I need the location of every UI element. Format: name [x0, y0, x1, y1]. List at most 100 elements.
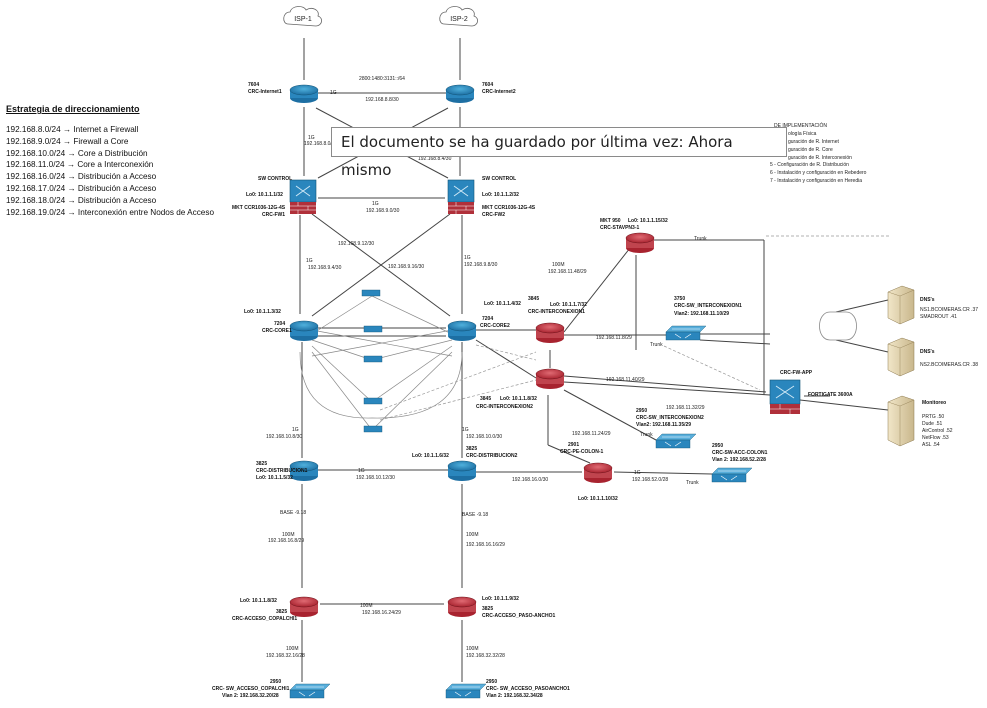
speed-1g-g: 1G: [292, 427, 299, 433]
acc1-model: 3825: [276, 609, 287, 615]
strategy-row: 192.168.8.0/24 → Internet a Firewall: [6, 125, 139, 134]
internet1-name: CRC-Internet1: [248, 89, 282, 95]
sw-inter2-vlan: Vlan2: 192.168.11.35/29: [636, 422, 691, 428]
legend-item-6: 6 - Instalación y configuración en Rebed…: [770, 170, 867, 176]
switch-inter2-icon[interactable]: [655, 433, 697, 449]
core1-name: CRC-CORE1: [262, 328, 292, 334]
core1-model: 7204: [274, 321, 285, 327]
link-core2-dist2: 192.168.10.0/30: [466, 434, 502, 440]
mon-line-4: ASL .54: [922, 442, 940, 448]
router-internet2-icon[interactable]: [445, 84, 475, 103]
link-dist-dist: 192.168.10.12/30: [356, 475, 395, 481]
acc2-lo: Lo0: 10.1.1.9/32: [482, 596, 519, 602]
router-dist2-icon[interactable]: [447, 460, 477, 481]
speed-1g-f: 1G: [464, 255, 471, 261]
link-mkt: 192.168.11.48/29: [548, 269, 587, 275]
mon-title: Monitoreo: [922, 400, 946, 406]
strategy-row: 192.168.18.0/24 → Distribución a Acceso: [6, 195, 157, 205]
dashed-lines: [379, 235, 890, 421]
fw1-lo: Lo0: 10.1.1.1/32: [246, 192, 283, 198]
core2-lo: Lo0: 10.1.1.4/32: [484, 301, 521, 307]
core-mesh-lines: [299, 295, 463, 431]
sw-acc-copal-name: CRC- SW_ACCESO_COPALCHI1: [212, 686, 290, 692]
router-pe-icon[interactable]: [583, 462, 613, 483]
sw-acc-paso-name: CRC- SW_ACCESO_PASOANCHO1: [486, 686, 570, 692]
core-switches: [361, 289, 383, 433]
speed-1g-h: 1G: [462, 427, 469, 433]
link-fw1-core1: 192.168.9.4/30: [308, 265, 342, 271]
link-fw-fw: 192.168.9.0/30: [366, 208, 400, 214]
strategy-title: Estrategia de direccionamiento: [6, 104, 140, 114]
legend-item-1: ología Física: [788, 131, 817, 137]
link-acc-acc: 192.168.16.24/29: [362, 610, 401, 616]
dns1-line1: NS1.BCOIMERAS.CR .37: [920, 307, 978, 313]
switch-acc-colon-icon[interactable]: [711, 467, 753, 483]
router-core1-icon[interactable]: [289, 320, 319, 341]
sw-acc-colon-vlan: Vlan 2: 192.168.52.2/28: [712, 457, 766, 463]
router-inter1-icon[interactable]: [535, 322, 565, 343]
router-acc2-icon[interactable]: [447, 596, 477, 617]
link-inter-inter: 192.168.11.40/29: [606, 377, 645, 383]
isp2-label: ISP-2: [450, 16, 468, 23]
core2-model: 7204: [482, 316, 493, 322]
mon-line-1: Dude .51: [922, 421, 943, 427]
inter1-name: CRC-INTERCONEXION1: [528, 309, 585, 315]
switch-acc-copal-icon[interactable]: [289, 683, 331, 699]
trunk-mkt: Trunk: [694, 236, 707, 242]
legend-item-5: 5 - Configuración de R. Distribución: [770, 162, 849, 168]
internet2-name: CRC-Internet2: [482, 89, 516, 95]
fortigate-model: FORTIGATE 3600A: [808, 392, 853, 398]
base-left: BASE -9.18: [280, 510, 306, 516]
trunk-inter2: Trunk: [640, 432, 653, 438]
strategy-row: 192.168.9.0/24 → Firewall a Core: [6, 136, 129, 146]
trunk-inter1: Trunk: [650, 342, 663, 348]
speed-1g-b: 1G: [308, 135, 315, 141]
strategy-row: 192.168.16.0/24 → Distribución a Acceso: [6, 172, 157, 182]
speed-1g-a: 1G: [330, 90, 337, 96]
sw-acc-copal-vlan: Vlan 2: 192.168.32.20/28: [222, 693, 279, 699]
pe-lo: Lo0: 10.1.1.10/32: [578, 496, 618, 502]
link-fw2-core1: 192.168.9.16/30: [388, 264, 424, 270]
legend-item-2: guración de R. Internet: [788, 139, 839, 145]
router-dist1-icon[interactable]: [289, 460, 319, 481]
speed-100m-left: 100M: [282, 532, 295, 538]
firewall-fw2-icon[interactable]: [447, 179, 475, 214]
dns1-title: DNS's: [920, 297, 935, 303]
isp2-cloud-icon: [439, 6, 478, 27]
link-fw2-core2: 192.168.9.8/30: [464, 262, 498, 268]
router-internet1-icon[interactable]: [289, 84, 319, 103]
router-mkt-icon[interactable]: [625, 232, 655, 253]
pe-model: 2901: [568, 442, 579, 448]
inter2-lo: Lo0: 10.1.1.8/32: [500, 396, 537, 402]
dist1-lo: Lo0: 10.1.1.5/32: [256, 475, 293, 481]
save-notification: El documento se ha guardado por última v…: [331, 127, 787, 179]
switch-acc-paso-icon[interactable]: [445, 683, 487, 699]
fw2-lo: Lo0: 10.1.1.2/32: [482, 192, 519, 198]
sw-inter2-model: 2950: [636, 408, 647, 414]
firewall-fw1-icon[interactable]: [289, 179, 317, 214]
router-core2-icon[interactable]: [447, 320, 477, 341]
internet1-model: 7604: [248, 82, 259, 88]
wan-cloud-icon: [819, 311, 857, 341]
pe-name: CRC-PE-COLON-1: [560, 449, 604, 455]
mkt-lo: Lo0: 10.1.1.15/32: [628, 218, 668, 224]
link-dist2-pe: 192.168.16.0/30: [512, 477, 548, 483]
router-acc1-icon[interactable]: [289, 596, 319, 617]
link-core1-dist1: 192.168.10.8/30: [266, 434, 302, 440]
link-acc2-sw: 192.168.32.32/28: [466, 653, 505, 659]
inter1-model: 3845: [528, 296, 539, 302]
sw-acc-paso-vlan: Vlan 2: 192.168.32.34/28: [486, 693, 543, 699]
mon-line-3: NetFlow .53: [922, 435, 949, 441]
switch-inter1-icon[interactable]: [665, 325, 707, 341]
dist2-lo: Lo0: 10.1.1.6/32: [412, 453, 449, 459]
link-int-fw1: 192.168.8.0/30: [304, 141, 338, 147]
strategy-row: 192.168.19.0/24 → Interconexión entre No…: [6, 207, 215, 217]
speed-100m-acc: 100M: [360, 603, 373, 609]
sw-acc-colon-model: 2950: [712, 443, 723, 449]
fw1-title: SW CONTROL: [258, 176, 292, 182]
firewall-fortigate-icon[interactable]: [769, 379, 801, 414]
sw-acc-copal-model: 2950: [270, 679, 281, 685]
router-inter2-icon[interactable]: [535, 368, 565, 389]
strategy-row: 192.168.11.0/24 → Core a Interconexión: [6, 160, 154, 170]
